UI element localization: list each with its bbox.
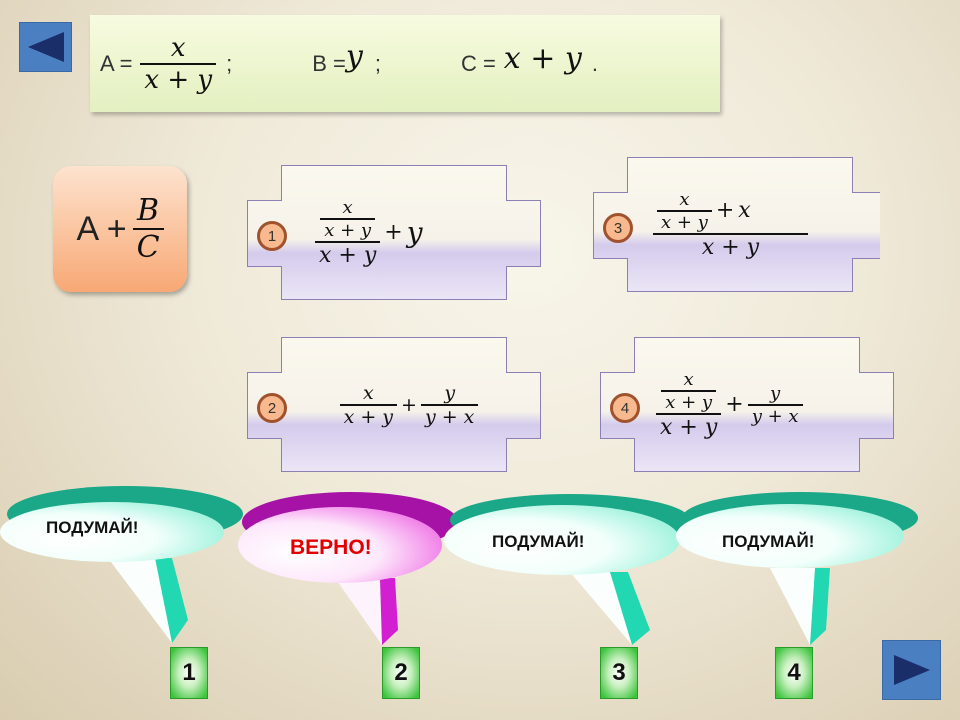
numerator: B bbox=[137, 193, 160, 228]
denominator: y + x bbox=[751, 405, 799, 427]
numerator: y bbox=[770, 382, 781, 404]
bubble-4-text: ПОДУМАЙ! bbox=[722, 532, 815, 551]
back-button[interactable] bbox=[19, 22, 72, 72]
term-y: y bbox=[406, 216, 423, 249]
plus-sign: + bbox=[715, 198, 735, 223]
c-label: C = bbox=[460, 50, 496, 76]
bubble-3-text: ПОДУМАЙ! bbox=[492, 532, 585, 551]
option-number-badge: 2 bbox=[257, 393, 287, 423]
denominator: x + y bbox=[324, 220, 372, 241]
bubble-4-shape bbox=[676, 492, 918, 645]
fraction-bar bbox=[132, 228, 164, 230]
period: . bbox=[591, 50, 598, 76]
denominator: x + y bbox=[661, 212, 708, 233]
numerator: x bbox=[342, 197, 353, 218]
bubble-2-shape bbox=[238, 492, 458, 645]
option-number-badge: 3 bbox=[603, 213, 633, 243]
forward-button[interactable] bbox=[882, 640, 941, 700]
plus-sign: + bbox=[725, 392, 744, 417]
option-number-badge: 1 bbox=[257, 221, 287, 251]
b-value: y bbox=[345, 39, 363, 74]
term-x: x bbox=[738, 198, 751, 223]
plus-sign: + bbox=[401, 393, 417, 416]
answer-button-1[interactable]: 1 bbox=[170, 647, 208, 699]
denominator: C bbox=[136, 230, 160, 265]
option-number-badge: 4 bbox=[610, 393, 640, 423]
triangle-right-icon bbox=[893, 655, 930, 685]
denominator: x + y bbox=[701, 235, 760, 260]
answer-button-4[interactable]: 4 bbox=[775, 647, 813, 699]
separator: ; bbox=[226, 50, 233, 76]
denominator: x + y bbox=[319, 243, 377, 268]
denominator: x + y bbox=[343, 405, 394, 428]
bubble-1-text: ПОДУМАЙ! bbox=[46, 518, 139, 537]
numerator: x bbox=[679, 189, 690, 210]
answer-button-3[interactable]: 3 bbox=[600, 647, 638, 699]
numerator: x bbox=[683, 369, 694, 390]
bubble-1-shape bbox=[0, 486, 243, 643]
c-value: x + y bbox=[503, 41, 582, 76]
bubble-3-shape bbox=[444, 494, 690, 645]
numerator: y bbox=[444, 381, 456, 404]
a-label: A = bbox=[100, 50, 133, 76]
denominator: y + x bbox=[424, 405, 475, 428]
denominator: x + y bbox=[144, 64, 213, 95]
bubble-2-text: ВЕРНО! bbox=[290, 536, 372, 559]
numerator: x bbox=[170, 32, 186, 63]
answer-button-2[interactable]: 2 bbox=[382, 647, 420, 699]
plus-sign: + bbox=[384, 220, 403, 245]
separator: ; bbox=[374, 50, 381, 76]
triangle-left-icon bbox=[27, 32, 64, 62]
task-a: A + bbox=[76, 209, 127, 248]
numerator: x bbox=[362, 381, 374, 404]
fraction-bar bbox=[140, 62, 217, 65]
speech-bubbles bbox=[0, 486, 918, 645]
b-label: B = bbox=[312, 50, 346, 76]
denominator: x + y bbox=[665, 392, 713, 413]
denominator: x + y bbox=[660, 415, 718, 440]
